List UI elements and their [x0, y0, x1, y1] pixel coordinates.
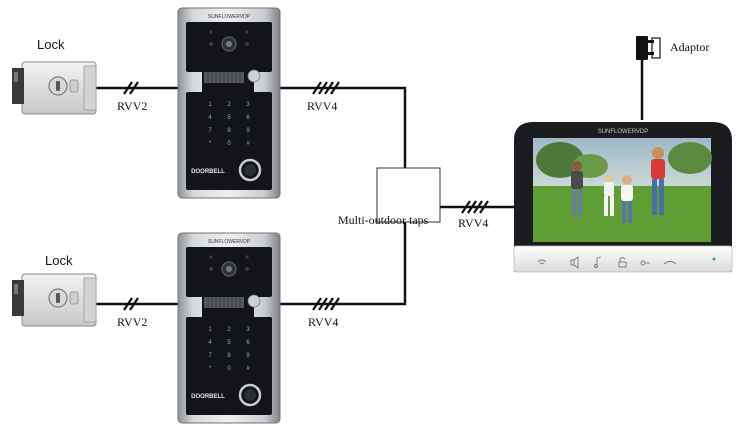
keypad-key: 7	[208, 128, 212, 134]
lock-top	[12, 61, 97, 115]
keypad-key: 4	[208, 340, 212, 346]
keypad-key: 3	[246, 102, 250, 108]
panel-brand-top: SUNFLOWERVDP	[208, 14, 251, 20]
keypad-key: 8	[227, 353, 231, 359]
adaptor-label: Adaptor	[670, 40, 710, 54]
cable-label-monitor: RVV4	[458, 216, 489, 230]
adaptor	[636, 36, 661, 60]
keypad-key: 3	[246, 327, 250, 333]
keypad-key: 1	[208, 102, 212, 108]
taps-box	[376, 167, 441, 223]
cable-label-panel-top: RVV4	[307, 99, 338, 113]
monitor-buttons	[537, 256, 677, 269]
handset-icon	[663, 261, 677, 265]
keypad-key: 9	[246, 128, 250, 134]
keypad-key: 2	[227, 327, 231, 333]
keypad-key: 5	[227, 115, 231, 121]
keypad-key: 4	[208, 115, 212, 121]
door-panel-top: SUNFLOWERVDP 1 2 3 4 5 6 7 8 9 * 0 # DOORBELL	[176, 6, 282, 200]
lock-top-label: Lock	[37, 37, 65, 52]
speaker-icon	[570, 256, 579, 269]
wire-panel-bottom	[280, 222, 407, 306]
keypad-bottom: 1 2 3 4 5 6 7 8 9 * 0 #	[208, 327, 250, 372]
keypad-key: *	[209, 366, 212, 372]
lock-bottom	[12, 273, 97, 327]
keypad-key: 5	[227, 340, 231, 346]
panel-logo-bottom: DOORBELL	[191, 394, 225, 400]
keypad-key: 8	[227, 128, 231, 134]
keypad-key: 6	[246, 115, 250, 121]
taps-label: Multi-outdoor taps	[338, 213, 429, 227]
unlock-icon	[618, 257, 627, 268]
door-panel-bottom: SUNFLOWERVDP 1 2 3 4 5 6 7 8 9 * 0 # DOORBELL	[176, 231, 282, 425]
keypad-key: #	[246, 141, 250, 147]
cable-label-lock-bottom: RVV2	[117, 315, 148, 329]
cable-ticks	[123, 81, 489, 311]
keypad-key: 0	[227, 141, 231, 147]
keypad-key: 2	[227, 102, 231, 108]
panel-logo-top: DOORBELL	[191, 169, 225, 175]
keypad-key: 6	[246, 340, 250, 346]
wire-panel-top	[280, 86, 407, 168]
keypad-key: 0	[227, 366, 231, 372]
lock-bottom-label: Lock	[45, 253, 73, 268]
keypad-key: 9	[246, 353, 250, 359]
music-icon	[594, 256, 602, 268]
keypad-key: *	[209, 141, 212, 147]
indoor-monitor: SUNFLOWERVDP	[513, 122, 733, 273]
monitor-brand: SUNFLOWERVDP	[598, 129, 649, 135]
monitor-screen	[533, 138, 712, 242]
family-figures	[571, 147, 665, 223]
keypad-key: 7	[208, 353, 212, 359]
keypad-top: 1 2 3 4 5 6 7 8 9 * 0 #	[208, 102, 250, 147]
keypad-key: #	[246, 366, 250, 372]
key-icon	[640, 260, 650, 266]
cable-label-lock-top: RVV2	[117, 99, 148, 113]
keypad-key: 1	[208, 327, 212, 333]
panel-brand-bottom: SUNFLOWERVDP	[208, 239, 251, 245]
cable-label-panel-bottom: RVV4	[308, 315, 339, 329]
wifi-icon	[537, 259, 547, 265]
